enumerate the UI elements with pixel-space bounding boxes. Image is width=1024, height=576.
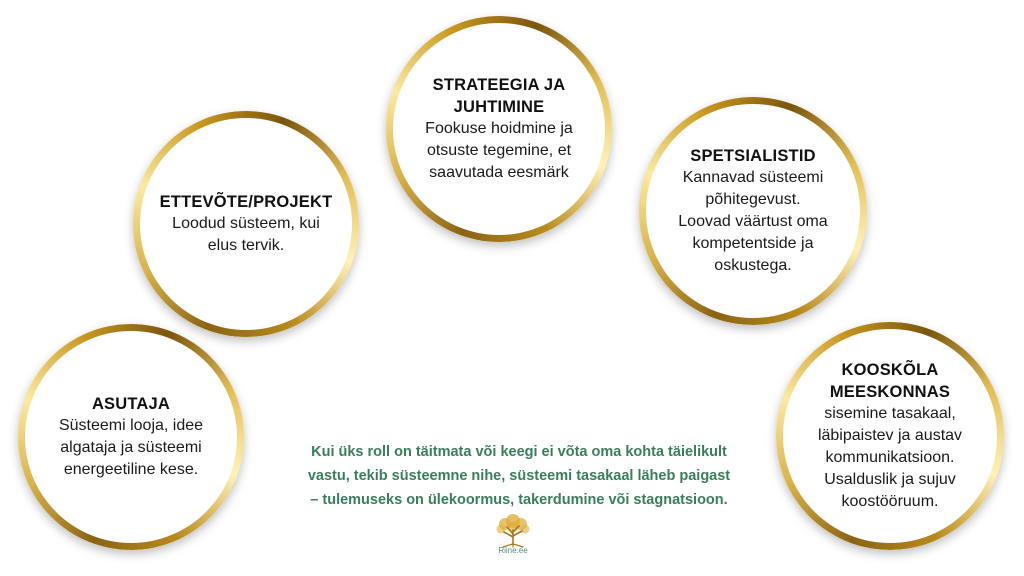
node-kooskola-title: KOOSKÕLA — [841, 361, 939, 379]
node-kooskola-line: Usalduslik ja sujuv — [824, 471, 956, 488]
node-kooskola: KOOSKÕLA MEESKONNAS sisemine tasakaal, l… — [776, 322, 1004, 550]
node-kooskola-line: läbipaistev ja austav — [817, 427, 963, 444]
node-kooskola-line: koostööruum. — [841, 493, 939, 510]
node-asutaja-line: algataja ja süsteemi — [60, 439, 202, 456]
node-strateegia: STRATEEGIA JA JUHTIMINE Fookuse hoidmine… — [386, 16, 612, 242]
node-spetsialistid-line: kompetentside ja — [692, 235, 814, 252]
node-spetsialistid-title: SPETSIALISTID — [690, 147, 816, 165]
node-spetsialistid-line: põhitegevust. — [705, 191, 801, 208]
node-ettevote-line: Loodud süsteem, kui — [172, 215, 320, 232]
brand-logo: Riine.ee — [478, 512, 548, 558]
imbalance-note-line: vastu, tekib süsteemne nihe, süsteemi ta… — [307, 468, 731, 484]
node-spetsialistid-line: Kannavad süsteemi — [682, 169, 824, 186]
node-strateegia-line: otsuste tegemine, et — [426, 142, 572, 159]
imbalance-note-line: – tulemuseks on ülekoormus, takerdumine … — [310, 492, 728, 508]
node-ettevote-title: ETTEVÕTE/PROJEKT — [159, 193, 333, 211]
node-ettevote-line: elus tervik. — [207, 237, 285, 254]
node-strateegia-line: Fookuse hoidmine ja — [425, 120, 573, 137]
node-asutaja-line: energeetiline kese. — [63, 461, 199, 478]
node-strateegia-line: saavutada eesmärk — [429, 164, 569, 181]
logo-text: Riine.ee — [498, 546, 528, 555]
node-kooskola-line: kommunikatsioon. — [825, 449, 955, 466]
node-ettevote: ETTEVÕTE/PROJEKT Loodud süsteem, kui elu… — [133, 111, 359, 337]
imbalance-note: Kui üks roll on täitmata või keegi ei võ… — [276, 440, 762, 512]
node-spetsialistid-line: Loovad väärtust oma — [678, 213, 828, 230]
imbalance-note-line: Kui üks roll on täitmata või keegi ei võ… — [311, 444, 727, 460]
node-spetsialistid-line: oskustega. — [714, 257, 792, 274]
node-asutaja: ASUTAJA Süsteemi looja, idee algataja ja… — [18, 324, 244, 550]
node-asutaja-title: ASUTAJA — [91, 395, 171, 413]
node-spetsialistid: SPETSIALISTID Kannavad süsteemi põhitege… — [639, 97, 867, 325]
node-kooskola-line: sisemine tasakaal, — [824, 405, 956, 422]
node-kooskola-title: MEESKONNAS — [829, 383, 951, 401]
tree-icon — [491, 512, 535, 548]
node-strateegia-title: JUHTIMINE — [453, 98, 545, 116]
node-asutaja-line: Süsteemi looja, idee — [58, 417, 204, 434]
node-strateegia-title: STRATEEGIA JA — [432, 76, 566, 94]
